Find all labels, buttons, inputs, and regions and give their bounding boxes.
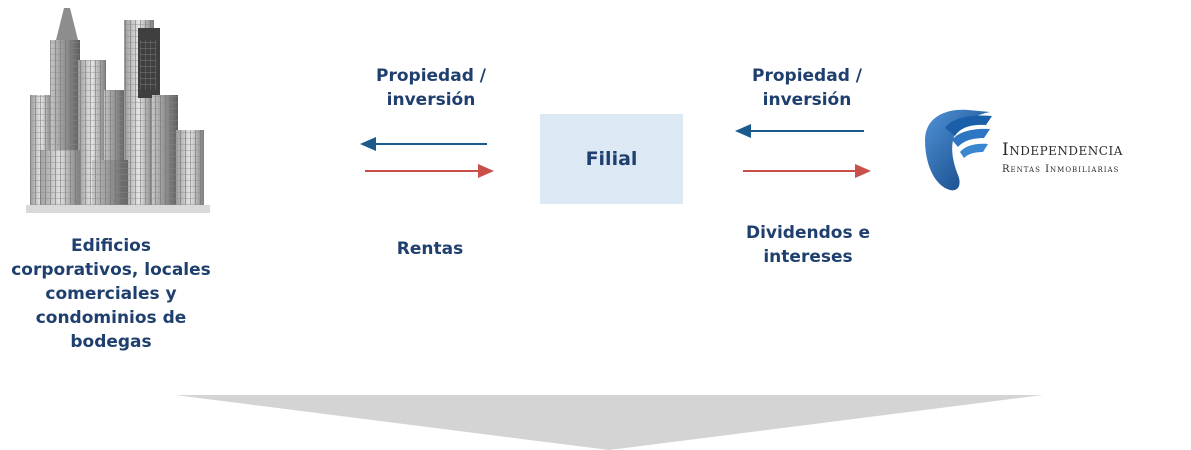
right-ownership-label: Propiedad / inversión <box>752 66 862 110</box>
filial-node: Filial <box>540 114 683 204</box>
brand-name: Independencia <box>1002 140 1123 160</box>
buildings-label: Edificios corporativos, locales comercia… <box>11 236 211 352</box>
brand-subtitle: Rentas Inmobiliarias <box>1002 164 1120 175</box>
left-ownership-label: Propiedad / inversión <box>376 66 486 110</box>
brand-text: Independencia Rentas Inmobiliarias <box>1002 140 1123 175</box>
filial-label: Filial <box>585 148 638 170</box>
right-dividend-label: Dividendos e intereses <box>745 223 871 267</box>
bottom-down-arrow <box>175 395 1043 450</box>
left-rent-label: Rentas <box>396 239 464 259</box>
